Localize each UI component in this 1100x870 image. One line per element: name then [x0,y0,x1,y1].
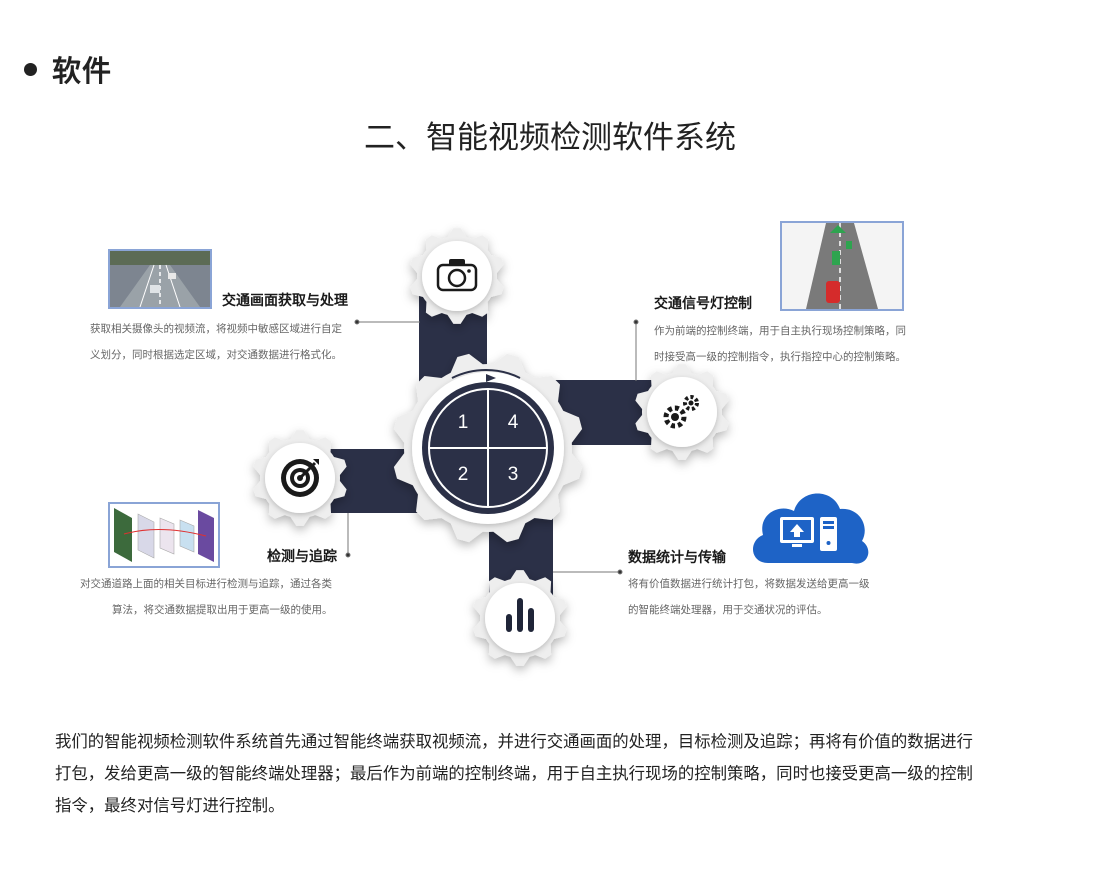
gear-capture-face [422,241,492,311]
camera-icon [436,259,478,292]
leader-dot-signal [633,319,639,325]
bullet-dot [24,62,37,76]
leader-lines [345,319,639,575]
hub-quadrant-4: 4 [508,412,519,433]
leader-dot-stats [617,569,623,575]
main-title: 二、智能视频检测软件系统 [364,120,736,156]
paragraph-line-3: 指令，最终对信号灯进行控制。 [55,796,285,815]
target-icon [281,459,319,497]
description-paragraph: 我们的智能视频检测软件系统首先通过智能终端获取视频流，并进行交通画面的处理，目标… [55,726,1067,822]
block-text-stats-2: 的智能终端处理器，用于交通状况的评估。 [628,604,828,616]
block-text-detect-2: 算法，将交通数据提取出用于更高一级的使用。 [112,604,333,616]
paragraph-line-1: 我们的智能视频检测软件系统首先通过智能终端获取视频流，并进行交通画面的处理，目标… [55,732,973,751]
hub-quadrant-3: 3 [508,464,519,485]
traffic-signal-thumbnail [780,221,904,311]
block-title-signal: 交通信号灯控制 [654,296,752,312]
detection-tracking-thumbnail [108,502,220,568]
hub-arc-arrow [451,368,521,379]
system-diagram: 1 4 2 3 [253,228,869,666]
paragraph-line-2: 打包，发给更高一级的智能终端处理器；最后作为前端的控制终端，用于自主执行现场的控… [55,764,973,783]
block-title-detect: 检测与追踪 [267,549,337,565]
leader-dot-detect [345,552,351,558]
block-text-signal-2: 时接受高一级的控制指令，执行指控中心的控制策略。 [654,351,906,363]
traffic-camera-thumbnail [108,249,212,309]
hub-arrow-head [486,374,496,382]
block-text-signal-1: 作为前端的控制终端，用于自主执行现场控制策略，同 [654,325,906,337]
hub-quadrant-2: 2 [458,464,469,485]
gears-icon [663,395,699,429]
block-title-stats: 数据统计与传输 [628,550,726,566]
hub: 1 4 2 3 [422,368,554,514]
bar-chart-icon [506,598,534,632]
hub-quadrant-1: 1 [458,412,469,433]
section-heading: 软件 [24,48,112,90]
block-text-capture-1: 获取相关摄像头的视频流，将视频中敏感区域进行自定 [90,323,342,335]
leader-dot-capture [354,319,360,325]
block-text-stats-1: 将有价值数据进行统计打包，将数据发送给更高一级 [628,578,870,590]
block-title-capture: 交通画面获取与处理 [222,293,348,309]
section-title: 软件 [52,54,113,88]
cloud-computer-icon [752,493,869,564]
block-text-capture-2: 义划分，同时根据选定区域，对交通数据进行格式化。 [90,349,342,361]
block-text-detect-1: 对交通道路上面的相关目标进行检测与追踪，通过各类 [80,578,332,590]
